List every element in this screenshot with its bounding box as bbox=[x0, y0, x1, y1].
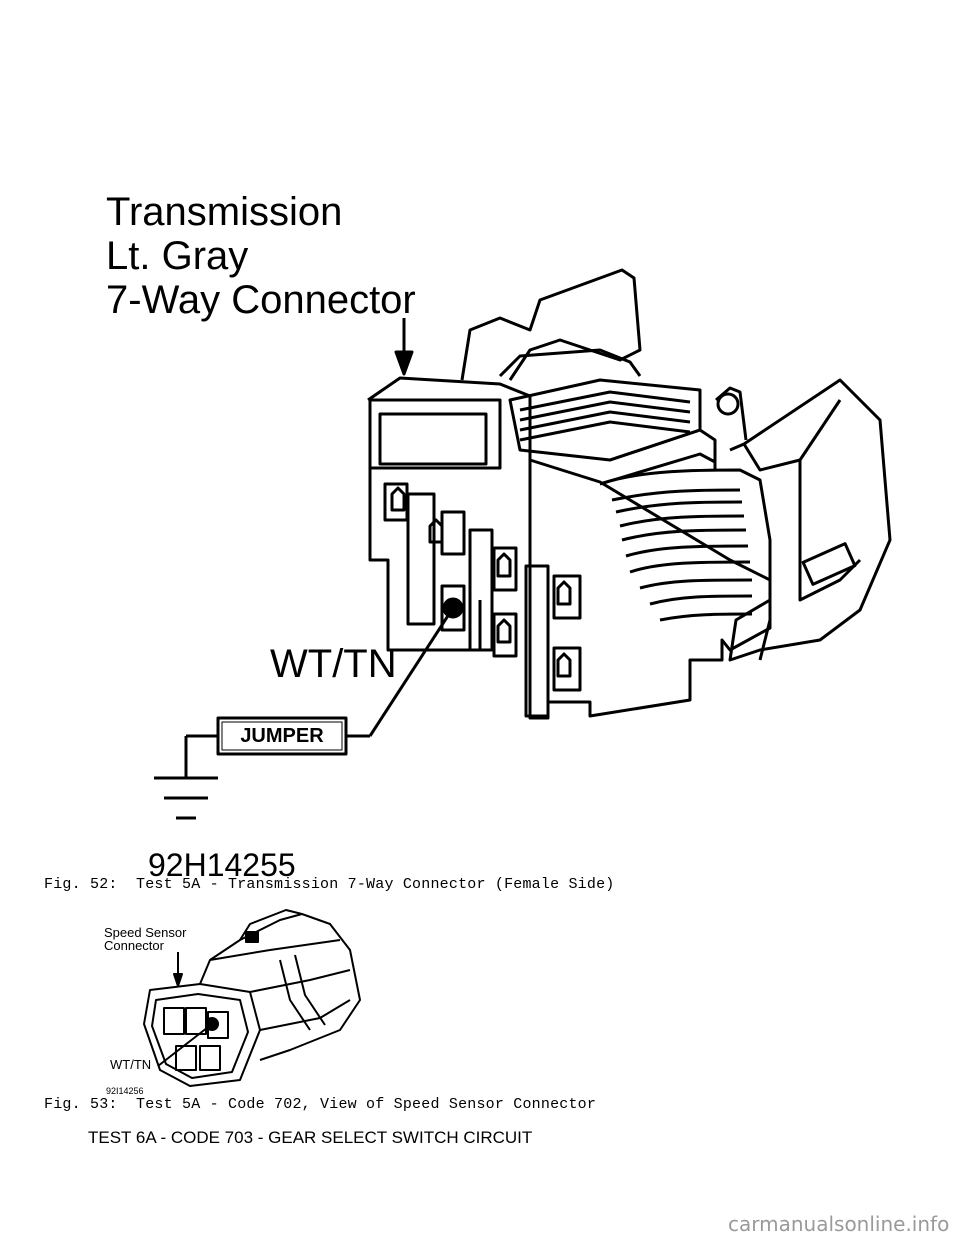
fig52-connector-drawing bbox=[154, 268, 892, 820]
fig52-callout-line1: Transmission bbox=[106, 190, 343, 234]
fig52-callout-line2: Lt. Gray bbox=[106, 234, 249, 278]
fig53-wire-label: WT/TN bbox=[110, 1057, 152, 1072]
fig52-caption: Fig. 52: Test 5A - Transmission 7-Way Co… bbox=[44, 876, 615, 893]
fig53-caption: Fig. 53: Test 5A - Code 702, View of Spe… bbox=[44, 1096, 597, 1113]
fig53-callout: Speed Sensor Connector bbox=[104, 926, 186, 952]
watermark-text[interactable]: carmanualsonline.info bbox=[728, 1212, 950, 1236]
fig52-callout-line3: 7-Way Connector bbox=[106, 278, 416, 322]
fig53-figure-id: 92I14256 bbox=[106, 1086, 144, 1096]
fig52-wire-label: WT/TN bbox=[270, 642, 397, 686]
fig52-callout: Transmission Lt. Gray 7-Way Connector bbox=[106, 190, 416, 322]
fig53-callout-line2: Connector bbox=[104, 938, 164, 953]
fig52-figure-id: 92H14255 bbox=[148, 847, 296, 883]
fig52-jumper-label: JUMPER bbox=[240, 725, 324, 747]
fig53-callout-line1: Speed Sensor bbox=[104, 925, 187, 940]
fig53-sensor-drawing bbox=[143, 909, 361, 1087]
section-heading: TEST 6A - CODE 703 - GEAR SELECT SWITCH … bbox=[88, 1128, 533, 1147]
